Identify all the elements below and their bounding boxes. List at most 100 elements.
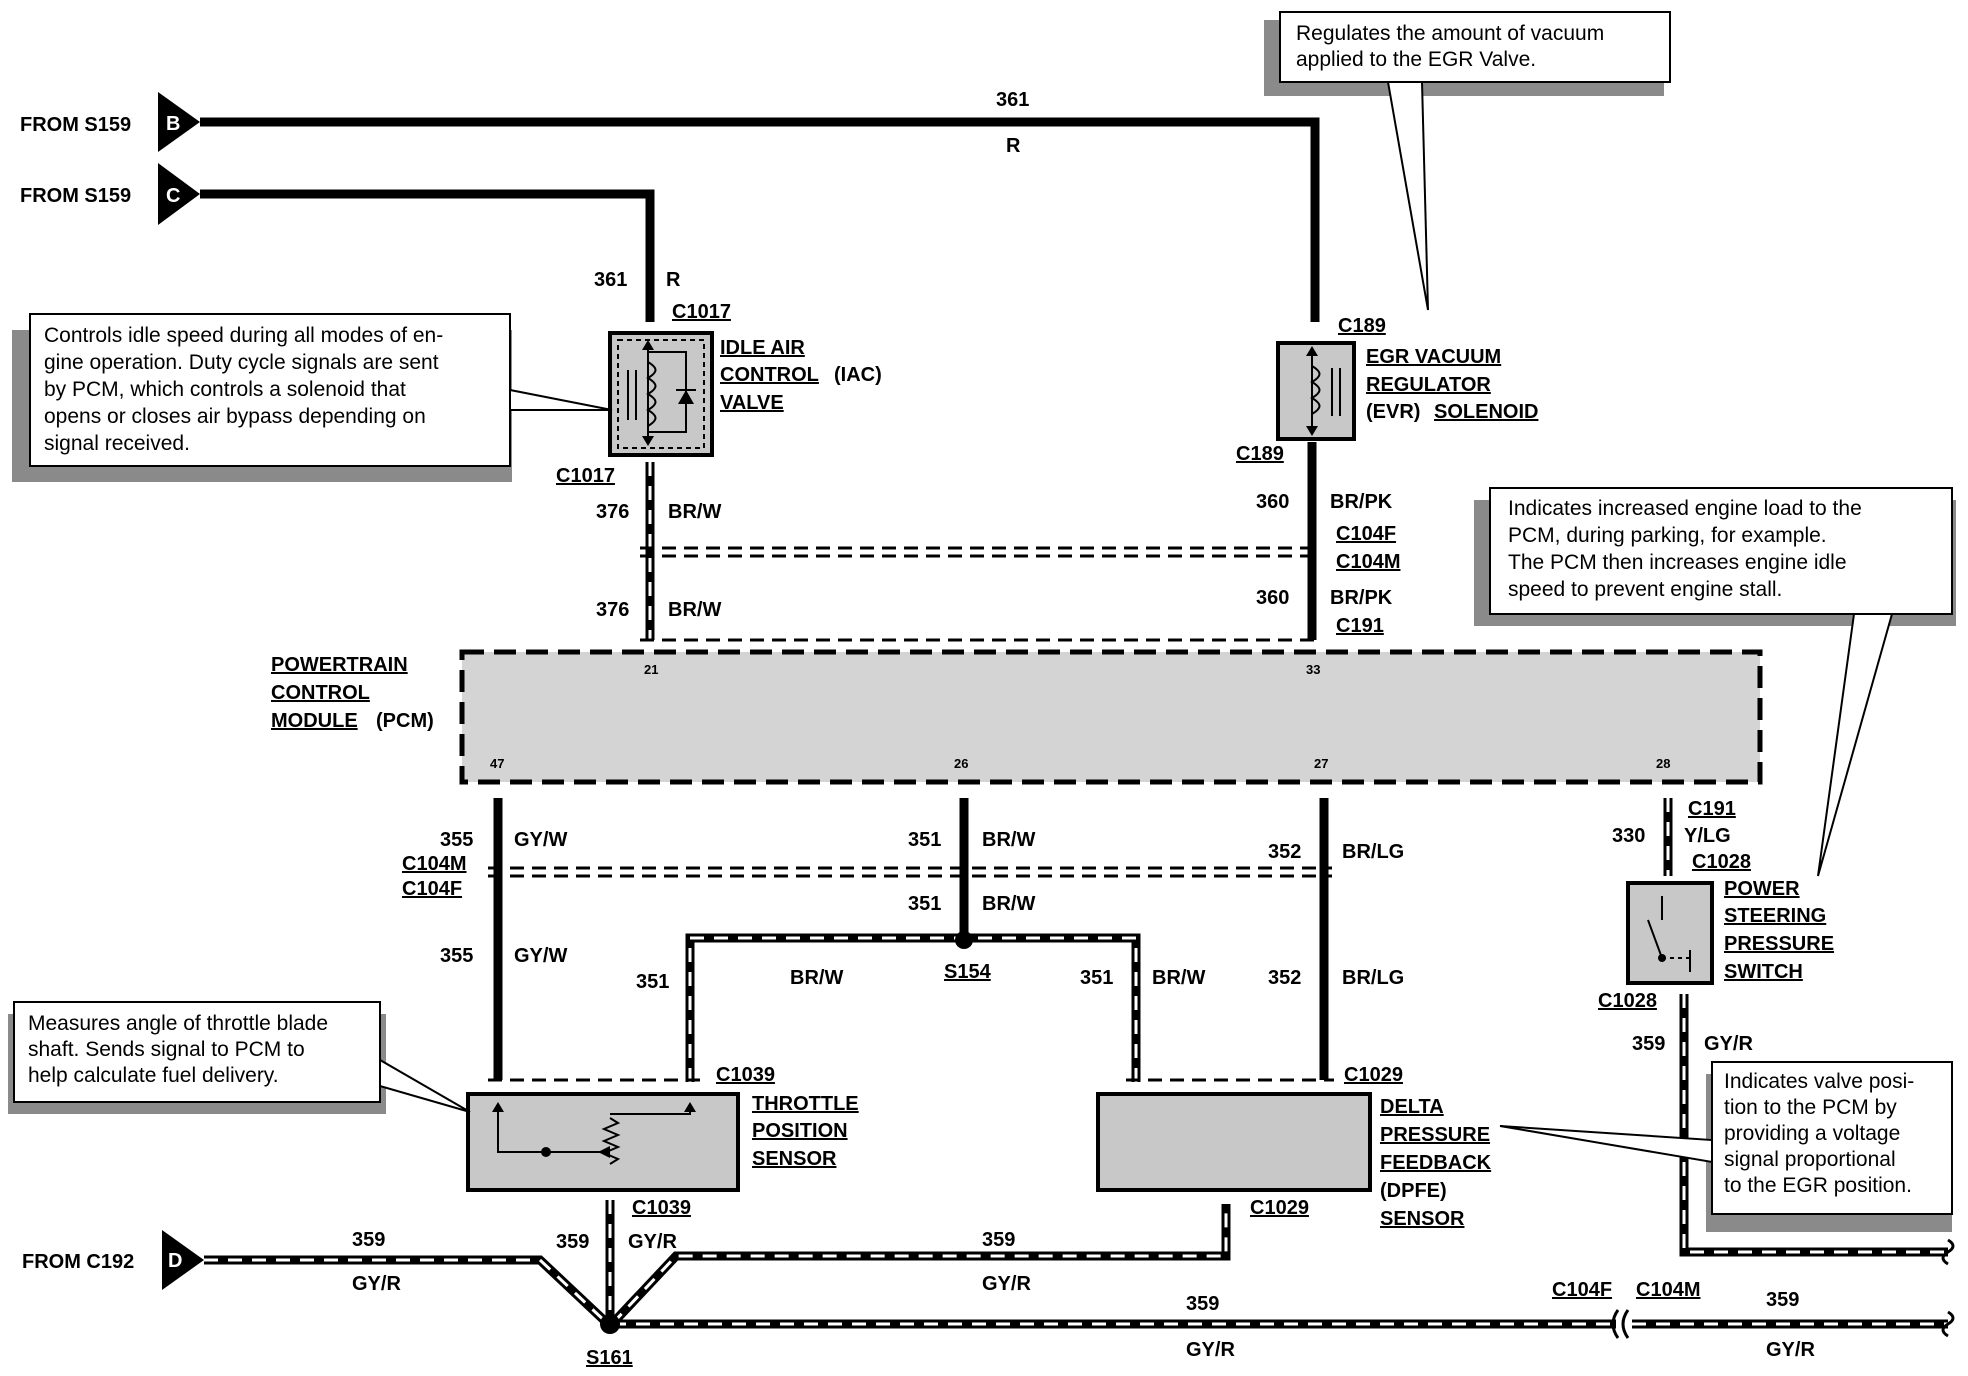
callout-dpfe-line-2: tion to the PCM by bbox=[1724, 1096, 1897, 1119]
iac-label-4: VALVE bbox=[720, 392, 784, 414]
dpfe-sensor: C1029 DELTA PRESSURE FEEDBACK (DPFE) SEN… bbox=[1096, 1064, 1492, 1230]
connector-c104m-evr: C104M bbox=[1336, 551, 1400, 573]
source-c-letter: C bbox=[166, 185, 180, 207]
source-c: FROM S159 C bbox=[20, 163, 200, 225]
iac-label-1: IDLE AIR bbox=[720, 337, 805, 359]
callout-ps-line-3: The PCM then increases engine idle bbox=[1508, 551, 1847, 574]
pcm-pin-21: 21 bbox=[644, 662, 658, 677]
connector-c104f-bottom: C104F bbox=[1552, 1279, 1612, 1301]
callout-evr-box bbox=[1279, 11, 1671, 83]
dpfe-label-4: (DPFE) bbox=[1380, 1180, 1447, 1202]
pcm-body bbox=[459, 649, 1763, 785]
wire-361-iac: 361 R bbox=[200, 189, 681, 322]
wire-351-upper-number: 351 bbox=[908, 829, 941, 851]
callout-dpfe-line-1: Indicates valve posi- bbox=[1724, 1070, 1914, 1093]
wire-361-top: 361 R bbox=[200, 89, 1320, 322]
source-b-arrow bbox=[158, 92, 200, 152]
iac-valve: C1017 IDLE AIR CONTROL (IAC) VALVE C1017 bbox=[556, 301, 882, 487]
callout-tps-box bbox=[13, 1001, 381, 1103]
wire-330-number: 330 bbox=[1612, 825, 1645, 847]
wire-351-upper-color: BR/W bbox=[982, 829, 1035, 851]
callout-ps-line-2: PCM, during parking, for example. bbox=[1508, 524, 1827, 547]
callout-evr: Regulates the amount of vacuum applied t… bbox=[1264, 11, 1671, 311]
evr-label-1: EGR VACUUM bbox=[1366, 346, 1501, 368]
source-c-label: FROM S159 bbox=[20, 185, 131, 207]
wire-351-tps-number: 351 bbox=[636, 971, 669, 993]
splice-s161: S161 bbox=[586, 1347, 633, 1369]
callout-iac-line-1: Controls idle speed during all modes of … bbox=[44, 324, 443, 347]
wire-355: 355 GY/W 355 GY/W bbox=[440, 798, 567, 1080]
ps-label-3: PRESSURE bbox=[1724, 933, 1834, 955]
callout-iac-line-3: by PCM, which controls a solenoid that bbox=[44, 378, 406, 401]
wire-359-ps-number: 359 bbox=[1632, 1033, 1665, 1055]
wire-376-lower-color: BR/W bbox=[668, 599, 721, 621]
tps-label-2: POSITION bbox=[752, 1120, 848, 1142]
ps-label-1: POWER bbox=[1724, 878, 1800, 900]
wire-360-lower-number: 360 bbox=[1256, 587, 1289, 609]
callout-dpfe-line-3: providing a voltage bbox=[1724, 1122, 1900, 1145]
pcm-label-2: CONTROL bbox=[271, 682, 370, 704]
callout-ps: Indicates increased engine load to the P… bbox=[1474, 487, 1956, 877]
wire-359-ps-color: GY/R bbox=[1704, 1033, 1753, 1055]
connector-c104f-evr: C104F bbox=[1336, 523, 1396, 545]
wire-355-lower-number: 355 bbox=[440, 945, 473, 967]
pcm-module: POWERTRAIN CONTROL MODULE (PCM) 21 33 47… bbox=[271, 649, 1763, 785]
iac-label-2: CONTROL bbox=[720, 364, 819, 386]
tps-label-1: THROTTLE bbox=[752, 1093, 859, 1115]
wire-352-upper-number: 352 bbox=[1268, 841, 1301, 863]
pcm-label-3: MODULE bbox=[271, 710, 358, 732]
callout-evr-line-2: applied to the EGR Valve. bbox=[1296, 48, 1536, 71]
wire-355-lower-color: GY/W bbox=[514, 945, 567, 967]
wire-355-upper-color: GY/W bbox=[514, 829, 567, 851]
dpfe-label-3: FEEDBACK bbox=[1380, 1152, 1492, 1174]
tps-label-3: SENSOR bbox=[752, 1148, 837, 1170]
connector-c1028-top: C1028 bbox=[1692, 851, 1751, 873]
throttle-position-sensor: C1039 THROTTLE POSITION SENSOR C1039 bbox=[466, 1064, 859, 1219]
connector-c1039-bottom: C1039 bbox=[632, 1197, 691, 1219]
source-b: FROM S159 B bbox=[20, 92, 200, 152]
wire-361-top-number: 361 bbox=[996, 89, 1029, 111]
connector-c1029-top: C1029 bbox=[1344, 1064, 1403, 1086]
wire-376-upper-number: 376 bbox=[596, 501, 629, 523]
power-steering-pressure-switch: POWER STEERING PRESSURE SWITCH C1028 bbox=[1598, 878, 1834, 1012]
pcm-pin-28: 28 bbox=[1656, 756, 1670, 771]
ps-label-2: STEERING bbox=[1724, 905, 1826, 927]
wire-376-upper-color: BR/W bbox=[668, 501, 721, 523]
connector-c1039-top: C1039 bbox=[716, 1064, 775, 1086]
source-b-letter: B bbox=[166, 113, 180, 135]
tps-body bbox=[466, 1092, 740, 1192]
wire-355-upper-number: 355 bbox=[440, 829, 473, 851]
wire-360-upper-color: BR/PK bbox=[1330, 491, 1393, 513]
callout-iac-line-5: signal received. bbox=[44, 432, 190, 455]
splice-s154: S154 bbox=[944, 961, 992, 983]
connector-c189-bottom: C189 bbox=[1236, 443, 1284, 465]
callout-iac: Controls idle speed during all modes of … bbox=[12, 313, 613, 482]
wire-361-top-color: R bbox=[1006, 135, 1021, 157]
wire-359: S161 359 GY/R 359 GY/R 359 GY/R 359 GY/R… bbox=[204, 994, 1955, 1369]
ps-switch-body bbox=[1626, 881, 1714, 985]
evr-solenoid-body bbox=[1276, 341, 1356, 441]
wire-351-mid-number: 351 bbox=[908, 893, 941, 915]
wire-360-lower-color: BR/PK bbox=[1330, 587, 1393, 609]
evr-solenoid: C189 EGR VACUUM REGULATOR (EVR) SOLENOID… bbox=[1236, 315, 1538, 465]
ps-label-4: SWITCH bbox=[1724, 961, 1803, 983]
connector-c1017-top: C1017 bbox=[672, 301, 731, 323]
wire-330: C191 330 Y/LG C1028 bbox=[1612, 798, 1751, 876]
evr-label-4: SOLENOID bbox=[1434, 401, 1538, 423]
wire-359-right-number: 359 bbox=[1766, 1289, 1799, 1311]
callout-iac-line-4: opens or closes air bypass depending on bbox=[44, 405, 426, 428]
callout-dpfe-box bbox=[1711, 1061, 1953, 1215]
source-d: FROM C192 D bbox=[22, 1230, 204, 1290]
pcm-pin-27: 27 bbox=[1314, 756, 1328, 771]
source-d-label: FROM C192 bbox=[22, 1251, 134, 1273]
pcm-pin-33: 33 bbox=[1306, 662, 1320, 677]
wire-359-right-color: GY/R bbox=[1766, 1339, 1815, 1361]
wire-359-dpfe-color: GY/R bbox=[982, 1273, 1031, 1295]
connector-c104m-left: C104M bbox=[402, 853, 466, 875]
callout-ps-box bbox=[1489, 487, 1953, 615]
connector-c104f-left: C104F bbox=[402, 878, 462, 900]
wire-351-dpfe-color: BR/W bbox=[1152, 967, 1205, 989]
wire-360-upper-number: 360 bbox=[1256, 491, 1289, 513]
callout-ps-line-4: speed to prevent engine stall. bbox=[1508, 578, 1782, 601]
